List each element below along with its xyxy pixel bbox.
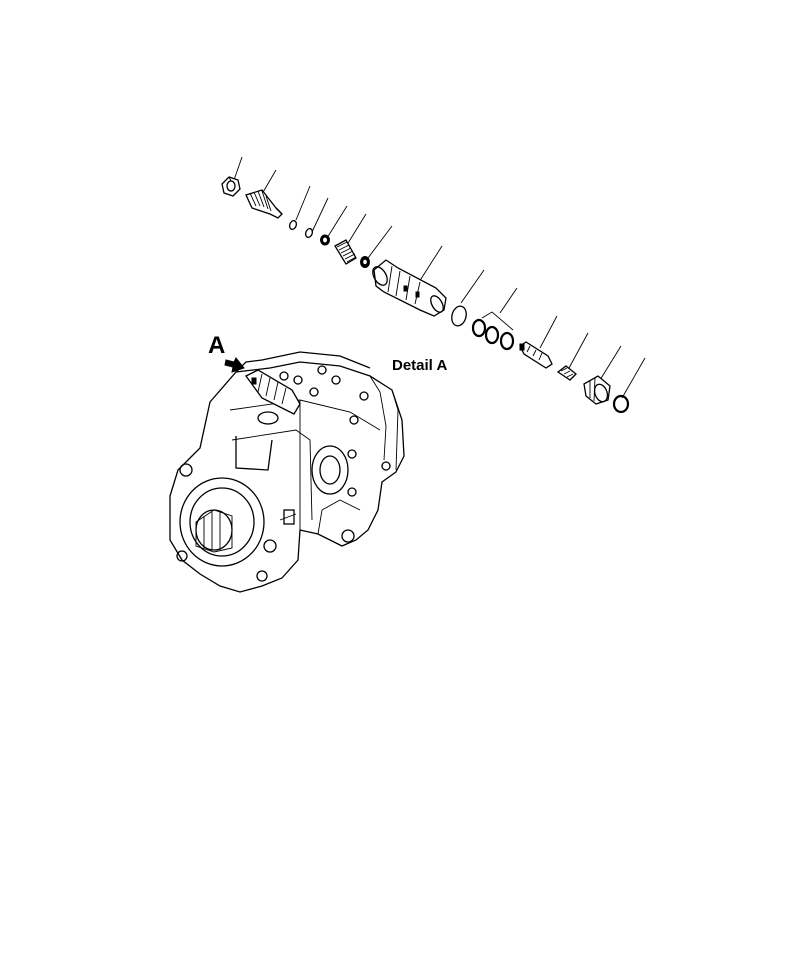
backup-ring-set-part: [471, 318, 515, 351]
spring-part: [334, 239, 357, 265]
spool-part: [519, 341, 553, 369]
small-nut-part: [320, 234, 330, 246]
valve-sleeve-part: [372, 259, 447, 317]
small-o-ring-part-2: [304, 227, 314, 239]
hex-nut-part: [221, 176, 241, 197]
small-o-ring-part: [288, 219, 298, 231]
end-o-ring-part: [612, 394, 630, 414]
spring-seat-part: [360, 256, 370, 268]
threaded-plug-part: [556, 365, 577, 381]
end-plug-part: [583, 375, 611, 405]
leader-lines: [233, 156, 646, 399]
adjusting-screw-part: [245, 189, 283, 219]
hydraulic-pump-assembly: [169, 351, 405, 593]
callout-letter-a: A: [208, 332, 226, 359]
detail-a-label: Detail A: [392, 357, 448, 374]
detail-a-arrow-icon: [224, 357, 245, 373]
large-o-ring-part: [451, 305, 467, 327]
